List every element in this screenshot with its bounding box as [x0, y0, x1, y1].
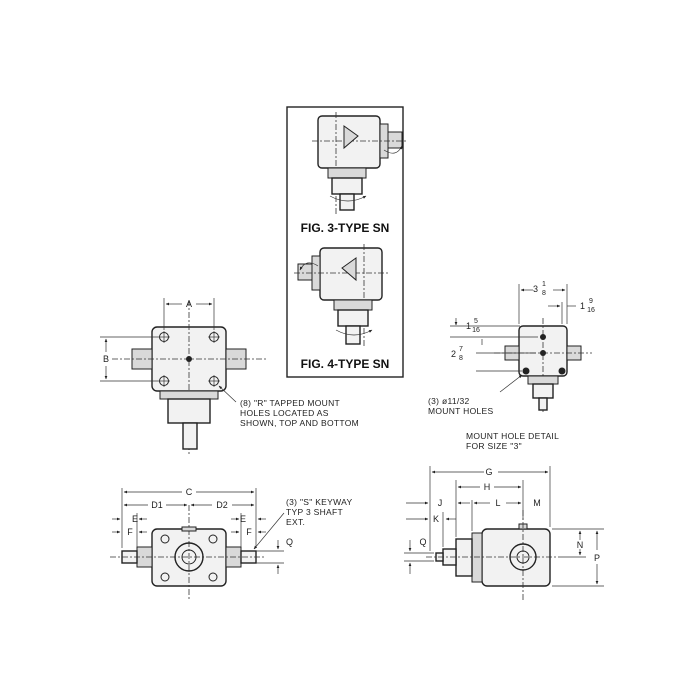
dim-k-label: K: [433, 514, 439, 524]
dim-n-label: N: [577, 540, 584, 550]
dim-right-num: 9: [589, 298, 593, 305]
dim-d2-label: D2: [216, 500, 228, 510]
dim-mid-den: 8: [459, 355, 463, 362]
dim-1-9-16: 1 9 16: [580, 298, 595, 314]
tapped-holes-note-line3: SHOWN, TOP AND BOTTOM: [240, 418, 359, 428]
mount-holes-note-line2: MOUNT HOLES: [428, 406, 494, 416]
tapped-holes-note-line2: HOLES LOCATED AS: [240, 408, 329, 418]
dim-m-label: M: [533, 498, 541, 508]
side-view-drawing: [404, 466, 604, 600]
dim-d1-label: D1: [151, 500, 163, 510]
dim-p-label: P: [594, 553, 600, 563]
dim-mid-num: 7: [459, 346, 463, 353]
dim-left-den: 16: [472, 327, 480, 334]
dim-h-label: H: [484, 482, 491, 492]
dim-e-left-label: E: [132, 514, 138, 524]
dim-left-num: 5: [474, 318, 478, 325]
fig3-caption: FIG. 3-TYPE SN: [301, 221, 390, 235]
dim-q-front-label: Q: [286, 537, 293, 547]
dim-j-label: J: [438, 498, 443, 508]
dim-mid-whole: 2: [451, 349, 456, 359]
dim-e-right-label: E: [240, 514, 246, 524]
dim-3-1-8: 3 1 8: [533, 281, 546, 297]
fig4-caption: FIG. 4-TYPE SN: [301, 357, 390, 371]
dim-right-whole: 1: [580, 301, 585, 311]
dim-g-label: G: [485, 467, 492, 477]
figure-frame: [286, 106, 404, 378]
keyway-note-line2: TYP 3 SHAFT: [286, 507, 343, 517]
dim-c-label: C: [186, 487, 193, 497]
dim-left-whole: 1: [466, 321, 471, 331]
dim-l-label: L: [495, 498, 500, 508]
dim-a-label: A: [186, 299, 192, 309]
mount-holes-note-line1: (3) ø11/32: [428, 396, 470, 406]
top-view-drawing: [100, 298, 266, 456]
dim-1-5-16: 1 5 16: [466, 318, 480, 334]
dim-q-side-label: Q: [419, 537, 426, 547]
dim-b-label: B: [103, 354, 109, 364]
dim-f-right-label: F: [246, 527, 252, 537]
mount-detail-caption-line2: FOR SIZE "3": [466, 441, 522, 451]
dim-top-den: 8: [542, 290, 546, 297]
fig3-drawing: [312, 112, 406, 214]
keyway-note-line3: EXT.: [286, 517, 305, 527]
keyway-note-line1: (3) "S" KEYWAY: [286, 497, 352, 507]
mount-detail-caption-line1: MOUNT HOLE DETAIL: [466, 431, 559, 441]
mount-detail-drawing: [450, 284, 592, 412]
front-view-drawing: [110, 488, 285, 600]
fig4-drawing: [294, 244, 388, 348]
tapped-holes-note-line1: (8) "R" TAPPED MOUNT: [240, 398, 340, 408]
dim-2-7-8: 2 7 8: [451, 346, 463, 362]
dim-f-left-label: F: [127, 527, 133, 537]
dim-top-num: 1: [542, 281, 546, 288]
dim-right-den: 16: [587, 307, 595, 314]
dim-top-whole: 3: [533, 284, 538, 294]
